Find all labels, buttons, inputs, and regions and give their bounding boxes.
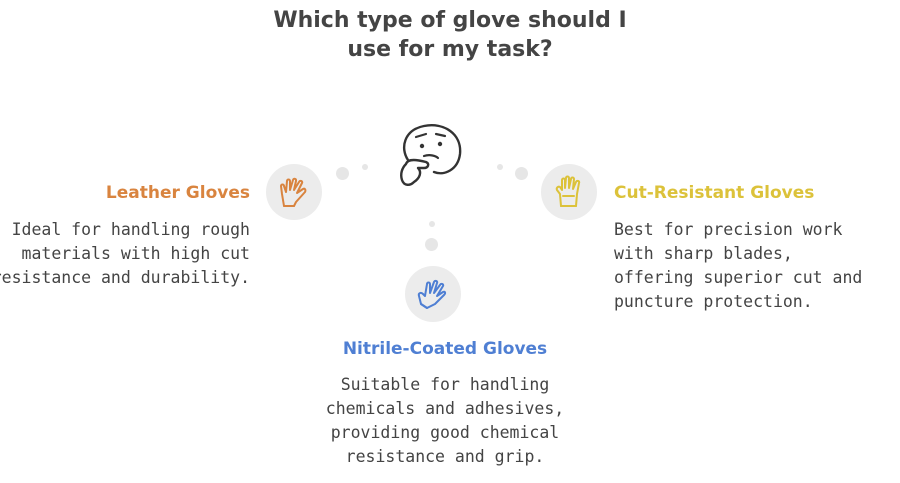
connector-dot: [336, 167, 349, 180]
description-line: chemicals and adhesives,: [325, 399, 565, 418]
connector-dot: [515, 167, 528, 180]
description-line: offering superior cut and: [614, 268, 863, 287]
description-line: with sharp blades,: [614, 244, 793, 263]
glove-icon: [417, 279, 447, 309]
connector-dot: [497, 164, 503, 170]
description-line: providing good chemical: [330, 423, 560, 442]
cut-resistant-gloves-description: Best for precision work with sharp blade…: [614, 218, 862, 314]
leather-gloves-heading: Leather Gloves: [105, 183, 250, 203]
nitrile-coated-gloves-description: Suitable for handling chemicals and adhe…: [220, 373, 670, 469]
cut-resistant-gloves-heading: Cut-Resistant Gloves: [614, 183, 815, 203]
glove-icon: [280, 177, 307, 207]
nitrile-glove-badge: [405, 266, 461, 322]
glove-icon: [555, 175, 581, 207]
cut-resistant-glove-badge: [541, 164, 597, 220]
leather-gloves-description: Ideal for handling rough materials with …: [0, 218, 250, 290]
page-title: Which type of glove should I use for my …: [273, 8, 627, 62]
description-line: resistance and durability.: [0, 268, 250, 287]
description-line: materials with high cut: [21, 244, 250, 263]
description-line: Suitable for handling: [340, 375, 550, 394]
connector-dot: [362, 164, 368, 170]
description-line: Best for precision work: [614, 220, 843, 239]
connector-dot: [425, 238, 438, 251]
connector-dot: [429, 221, 435, 227]
description-line: resistance and grip.: [345, 447, 545, 466]
nitrile-coated-gloves-heading: Nitrile-Coated Gloves: [342, 339, 548, 359]
thinking-face-icon: [400, 124, 462, 186]
description-line: puncture protection.: [614, 292, 813, 311]
description-line: Ideal for handling rough: [11, 220, 250, 239]
leather-glove-badge: [266, 164, 322, 220]
